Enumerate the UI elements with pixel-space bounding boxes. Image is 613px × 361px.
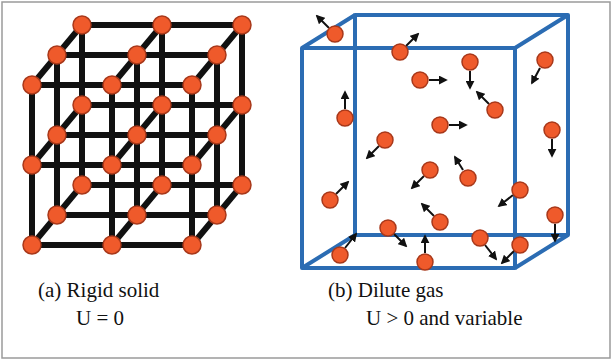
energy-note: U > 0 and variable [366,306,522,331]
outer-frame [2,2,610,358]
panel-caption: (b) Dilute gas [328,278,443,303]
rigid-solid-lattice [23,16,251,254]
energy-note: U = 0 [76,306,124,331]
panel-caption: (a) Rigid solid [38,278,159,303]
gas-particles [317,16,563,270]
gas-container [302,15,568,268]
